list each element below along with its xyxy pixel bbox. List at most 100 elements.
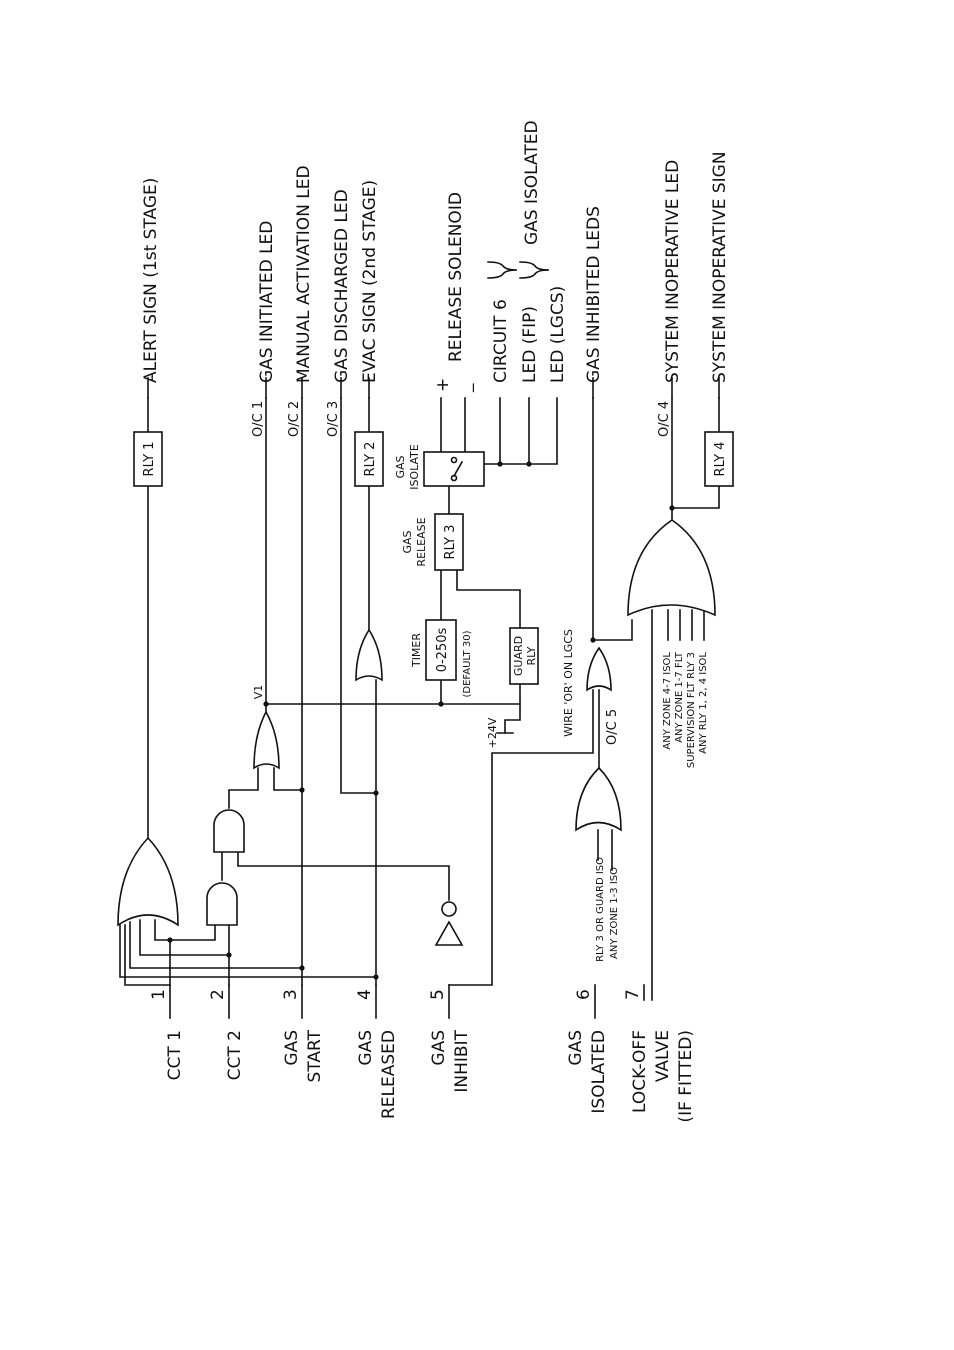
input-gas-released-l1: GAS [356,1030,376,1066]
not-gate-inhibit [434,920,464,946]
and-gate-2 [213,809,245,853]
wire-to-leds [499,397,558,465]
input-num-6: 6 [574,989,594,1000]
switch-contact-b [450,456,458,464]
iso-input-1: RLY 3 OR GUARD ISO [595,857,606,962]
wire-v1-bus [265,683,521,705]
oc4-label: O/C 4 [657,401,672,437]
rly3-label: RLY 3 [443,525,458,560]
input-lockoff-l1: LOCK-OFF [630,1030,650,1113]
wire-inhibit-to-and [237,849,450,901]
rly4-label: RLY 4 [713,442,728,477]
or-gate-alert [117,836,179,927]
wire-to-sysinop-or [592,619,633,641]
input-gas-inhibit-l2: INHIBIT [452,1029,472,1092]
output-minus: _ [455,383,475,393]
junctions [167,461,675,980]
junction [167,937,173,943]
oc3-label: O/C 3 [326,401,341,437]
wire-inhibit-to-wireor [448,689,594,986]
input-num-5: 5 [428,989,448,1000]
sys-input-3: SUPERVISION FLT RLY 3 [686,652,697,768]
input-gas-start-l2: START [305,1029,325,1082]
junction [438,701,444,707]
input-lockoff-l2: VALVE [653,1030,673,1082]
brace-left [487,261,518,279]
guard-label-l2: RLY [525,646,538,665]
input-cct2: CCT 2 [225,1030,245,1080]
output-led-fip: LED (FIP) [520,306,540,383]
wire-cct2-bus [139,919,230,986]
wire-24v [504,703,521,734]
input-num-3: 3 [281,989,301,1000]
gas-release-l2: RELEASE [415,517,428,566]
output-gas-isolated: GAS ISOLATED [522,120,542,245]
gates [117,519,716,946]
junction [373,974,379,980]
gas-isolate-l2: ISOLATE [408,444,421,490]
wire-and2-out [228,767,259,809]
sys-input-4: ANY RLY 1, 2, 4 ISOL [698,652,709,754]
wire-cct1-to-or [154,919,171,986]
or-gate-system-inoperative [627,519,716,617]
timer-default: (DEFAULT 30) [462,630,473,697]
sys-input-1: ANY ZONE 4-7 ISOL [662,652,673,750]
wire-guard-to-rly3 [456,569,521,629]
output-alert-sign: ALERT SIGN (1st STAGE) [141,178,161,383]
oc5-label: O/C 5 [605,709,620,745]
junction [669,505,675,511]
plus24v-label: +24V [486,717,499,748]
input-gas-released-l2: RELEASED [379,1030,399,1119]
output-gas-initiated: GAS INITIATED LED [257,221,277,383]
output-gas-discharged: GAS DISCHARGED LED [332,189,352,383]
rly3-box [434,513,464,571]
output-led-lgcs: LED (LGCS) [548,286,568,383]
brace-mid [519,261,549,271]
oc1-label: O/C 1 [251,401,266,437]
or-gate-initiated [253,710,280,770]
iso-input-2: ANY ZONE 1-3 ISO [609,867,620,959]
and-gate-1 [206,882,238,926]
wire-to-circuit6 [483,397,501,465]
gas-release-l1: GAS [401,530,414,553]
junction [299,965,305,971]
wire-to-rly4 [671,485,720,509]
v1-label: V1 [252,685,265,700]
output-system-inop-sign: SYSTEM INOPERATIVE SIGN [710,151,730,383]
oc2-label: O/C 2 [287,401,302,437]
input-gas-isolated-l2: ISOLATED [589,1030,609,1114]
junction-v1 [263,701,269,707]
input-lockoff-l3: (IF FITTED) [676,1030,696,1123]
wire-or-label: WIRE 'OR' ON LGCS [562,629,575,737]
brace-mid-b [519,269,549,279]
input-gas-start-l1: GAS [282,1030,302,1066]
switch-blade [452,460,464,478]
junction [590,637,596,643]
or-gate-isolated [575,766,622,832]
wire-oc3 [340,397,377,794]
guard-rly-box [509,627,539,685]
rly2-box [354,431,384,487]
junction [526,461,532,467]
output-gas-inhibited: GAS INHIBITED LEDS [584,206,604,383]
junction [497,461,503,467]
junction [299,787,305,793]
wire-cct1-bus [124,924,171,986]
junction [226,952,232,958]
output-circuit6: CIRCUIT 6 [491,299,511,383]
timer-box [425,619,457,681]
wire-gas-released-to-or [119,924,377,986]
output-system-inop-led: SYSTEM INOPERATIVE LED [663,160,683,383]
timer-value: 0-250s [435,628,450,673]
or-gate-evac [355,628,383,682]
rly2-label: RLY 2 [363,442,378,477]
relay-boxes [133,431,734,685]
wire-gas-start-to-or2 [273,767,303,969]
junction [373,790,379,796]
input-num-7: 7 [623,989,643,1000]
input-num-2: 2 [208,989,228,1000]
wire-and1-out [214,849,223,881]
output-plus: + [433,378,453,392]
